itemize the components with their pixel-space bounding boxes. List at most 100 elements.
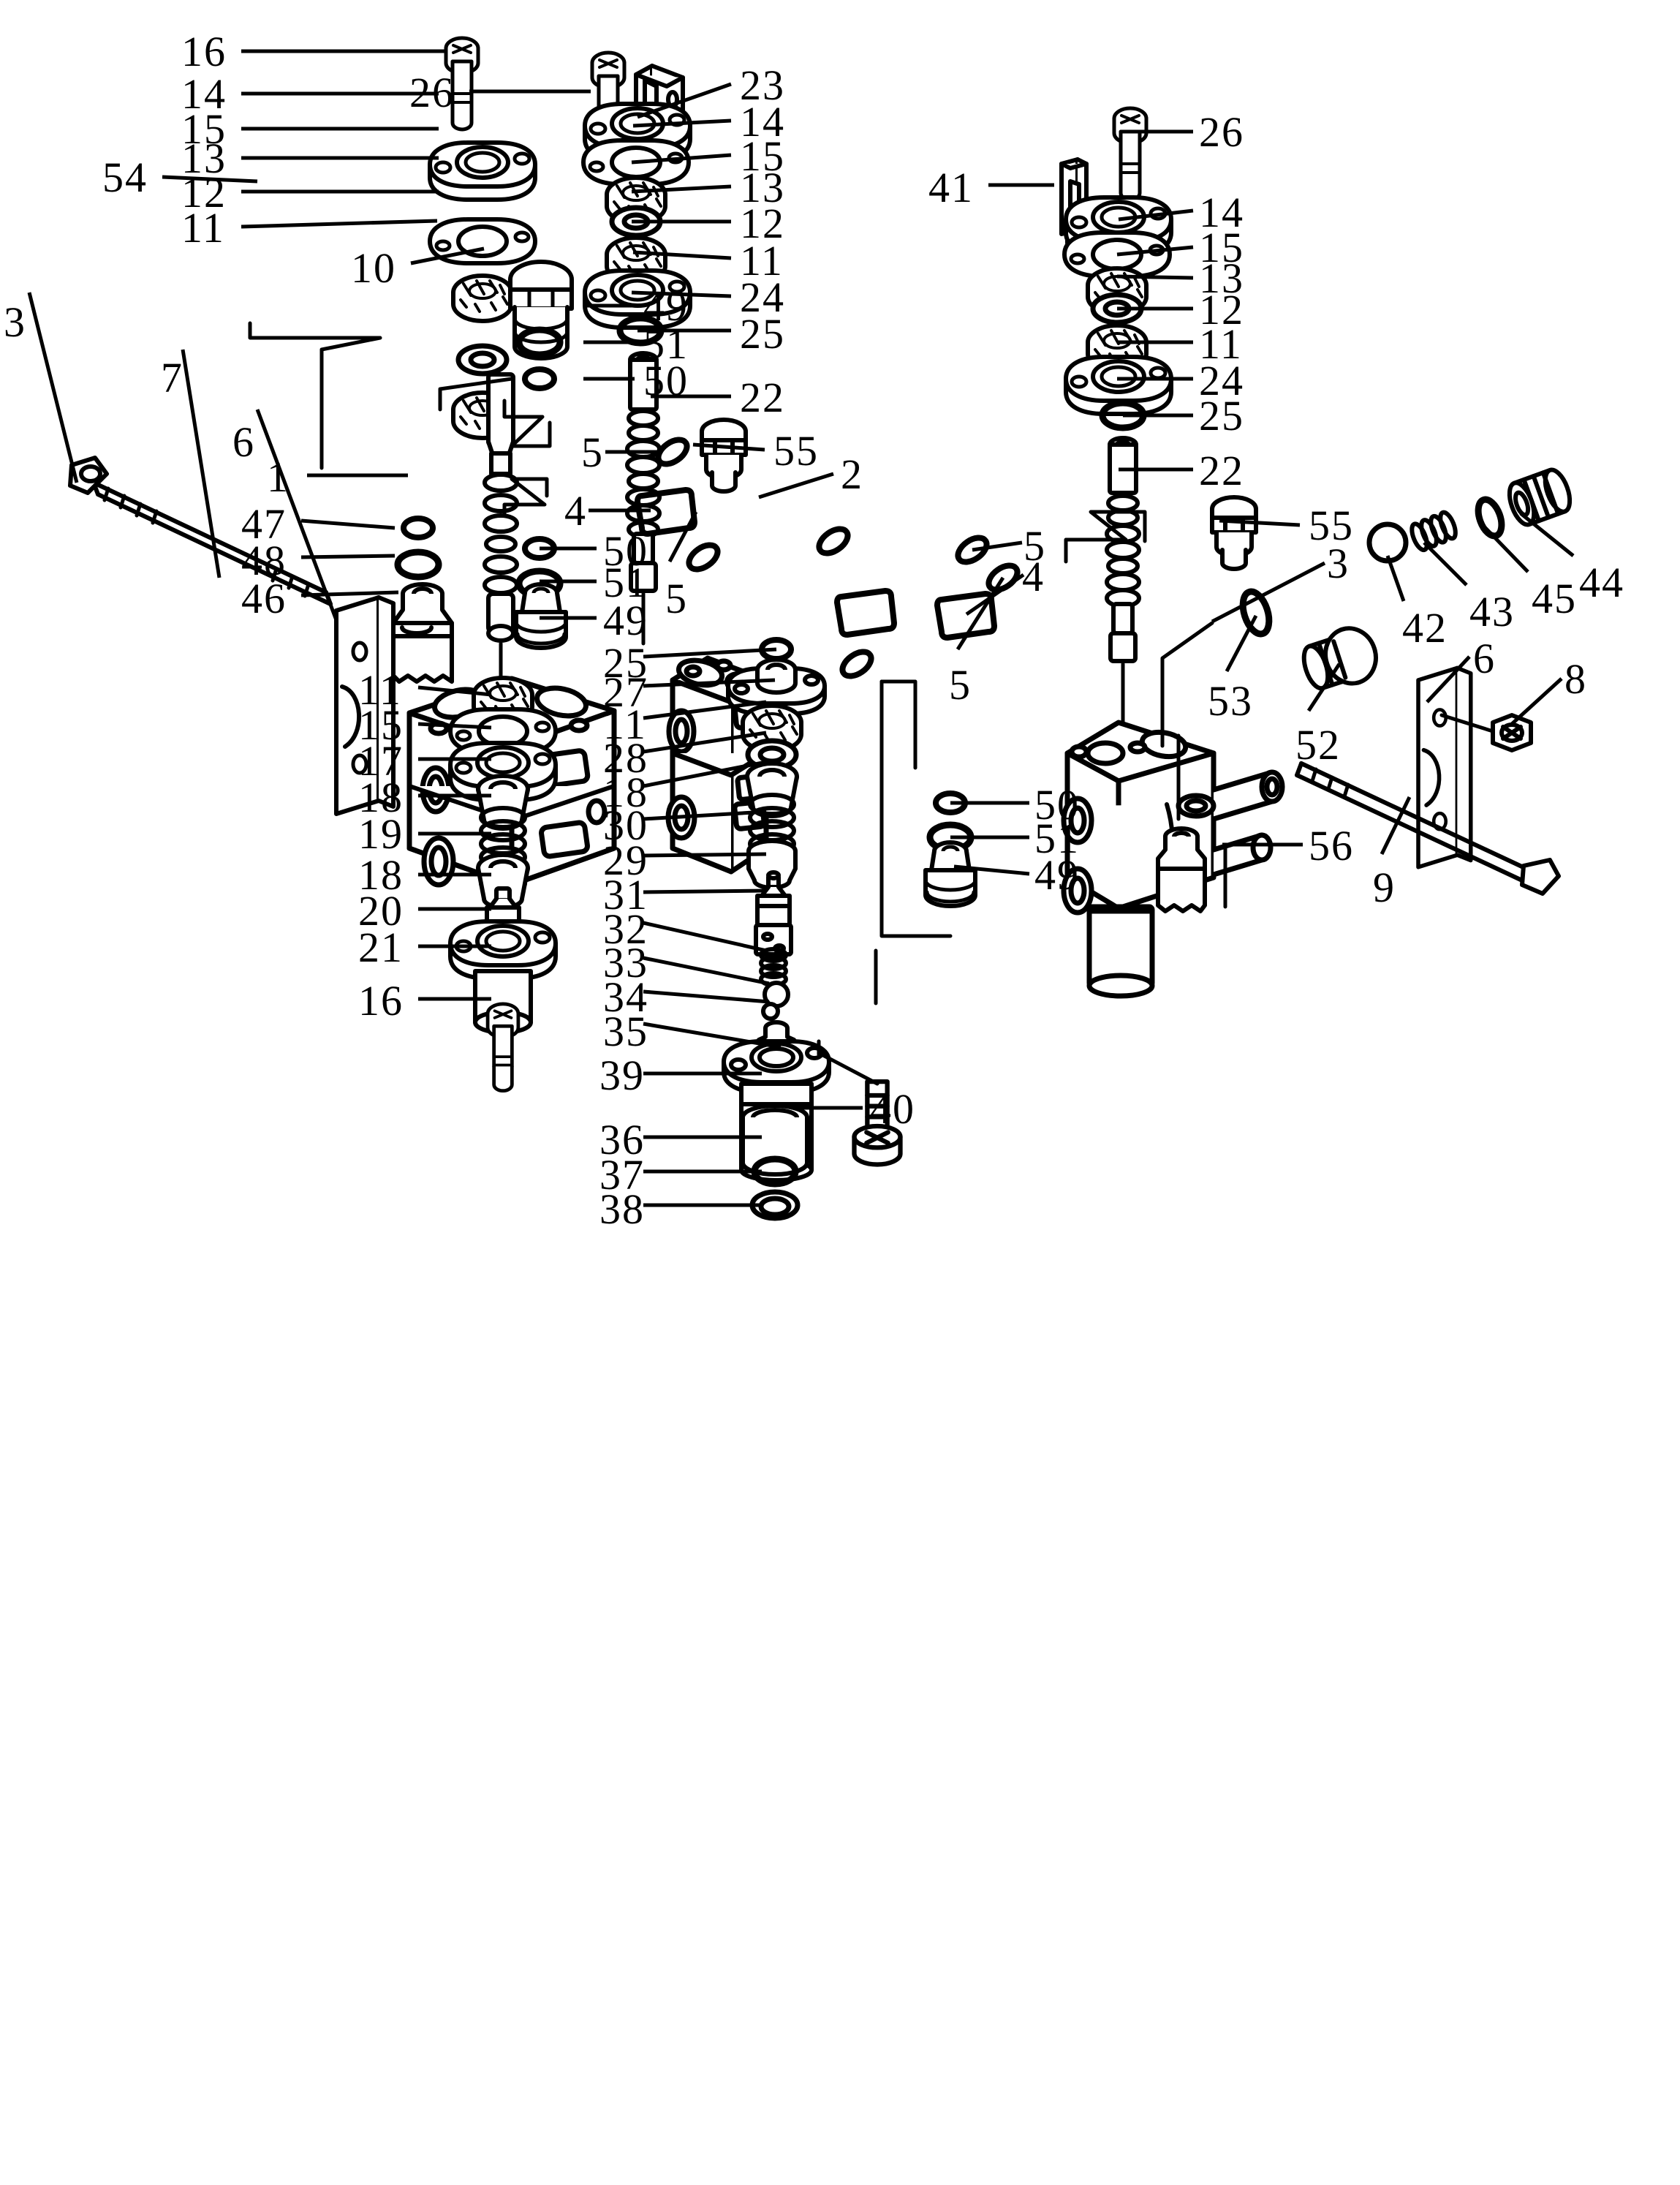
leader-line-3 [1211,561,1326,624]
leader-line-32 [643,921,767,953]
callout-number-7: 7 [161,354,183,401]
callout-number-14: 14 [740,98,785,146]
callout-number-30: 30 [603,801,648,849]
callout-number-29: 29 [603,837,648,884]
callout-number-38: 38 [599,1185,645,1233]
callout-number-33: 33 [603,939,648,986]
callout-number-45: 45 [1532,575,1577,622]
callout-number-1: 1 [267,453,290,501]
callout-number-11: 11 [1199,320,1243,368]
callout-number-24: 24 [1199,357,1244,404]
callout-number-47: 47 [241,500,287,548]
leader-line-34 [643,989,770,1004]
callout-number-56: 56 [1309,822,1354,869]
callout-number-35: 35 [603,1008,648,1055]
callout-number-55: 55 [773,427,819,475]
callout-number-34: 34 [603,973,648,1021]
leader-line-35 [643,1022,782,1049]
callout-number-49: 49 [603,597,648,644]
callout-number-3: 3 [1327,540,1350,587]
leader-line-45 [1483,525,1529,573]
callout-number-52: 52 [1295,721,1341,769]
callout-number-13: 13 [1199,254,1244,302]
callout-number-46: 46 [241,575,287,622]
callout-number-36: 36 [599,1116,645,1163]
callout-number-5: 5 [665,575,688,622]
callout-number-44: 44 [1579,559,1624,606]
callout-number-49: 49 [643,282,689,330]
callout-number-25: 25 [603,639,648,687]
leader-line-25 [643,647,777,659]
leader-line-7 [181,349,222,578]
leader-line-4 [965,573,1025,616]
leader-line-5 [667,510,698,563]
leader-line-11 [643,700,767,720]
leader-line-43 [1423,541,1468,586]
callout-number-48: 48 [241,537,287,584]
callout-number-15: 15 [358,701,404,749]
leader-line-11 [241,219,438,229]
callout-number-42: 42 [1402,604,1448,652]
leader-line-44 [1519,512,1575,557]
callout-number-25: 25 [740,310,785,358]
leader-line-5 [972,540,1023,552]
callout-number-23: 23 [740,61,785,109]
leader-line-8 [1510,677,1563,725]
leader-line-55 [1219,518,1301,527]
callout-number-12: 12 [181,169,227,216]
leader-line-30 [643,810,767,821]
leader-line-11 [417,685,492,697]
leader-line-46 [300,590,399,597]
leader-line-49 [953,864,1030,876]
leader-line-42 [1385,555,1406,602]
callout-number-5: 5 [949,661,972,709]
callout-number-50: 50 [643,357,689,404]
callout-number-10: 10 [351,244,396,292]
callout-number-14: 14 [181,70,227,118]
leader-line-24 [631,290,732,298]
callout-number-6: 6 [232,418,255,466]
callout-number-22: 22 [740,374,785,421]
callout-number-27: 27 [603,668,648,716]
callout-number-13: 13 [740,164,785,211]
callout-number-39: 39 [599,1052,645,1099]
leader-line-52 [1306,663,1342,712]
callout-number-55: 55 [1309,502,1354,549]
callout-number-43: 43 [1469,588,1515,635]
callout-number-20: 20 [358,887,404,935]
callout-number-14: 14 [1199,189,1244,236]
callout-number-12: 12 [1199,286,1244,333]
leader-line-10 [410,246,485,265]
leader-line-14 [632,118,732,128]
callout-number-49: 49 [1034,851,1080,899]
callout-number-54: 54 [102,154,148,201]
callout-number-13: 13 [181,135,227,182]
callout-number-22: 22 [1199,447,1244,494]
leader-line-5 [956,576,1005,651]
callout-number-26: 26 [409,69,455,116]
leader-line-55 [692,442,765,452]
callout-number-12: 12 [740,200,785,247]
leader-line-3 [27,292,79,483]
callout-number-16: 16 [181,28,227,75]
callout-number-3: 3 [4,298,26,346]
callout-number-5: 5 [581,429,604,476]
leader-line-11 [632,250,732,260]
leader-line-23 [637,82,732,119]
leader-line-15 [417,722,492,730]
callout-number-11: 11 [603,701,647,748]
callout-number-31: 31 [603,871,648,918]
callout-number-15: 15 [1199,224,1244,271]
leader-line-14 [1118,208,1194,222]
callout-number-11: 11 [181,204,225,252]
leader-line-54 [162,175,258,184]
leader-line-29 [643,852,767,858]
callout-number-53: 53 [1208,677,1253,725]
leader-line-9 [1380,796,1412,856]
leader-line-6 [1426,655,1471,703]
callout-number-15: 15 [740,132,785,180]
leader-line-2 [758,472,834,499]
